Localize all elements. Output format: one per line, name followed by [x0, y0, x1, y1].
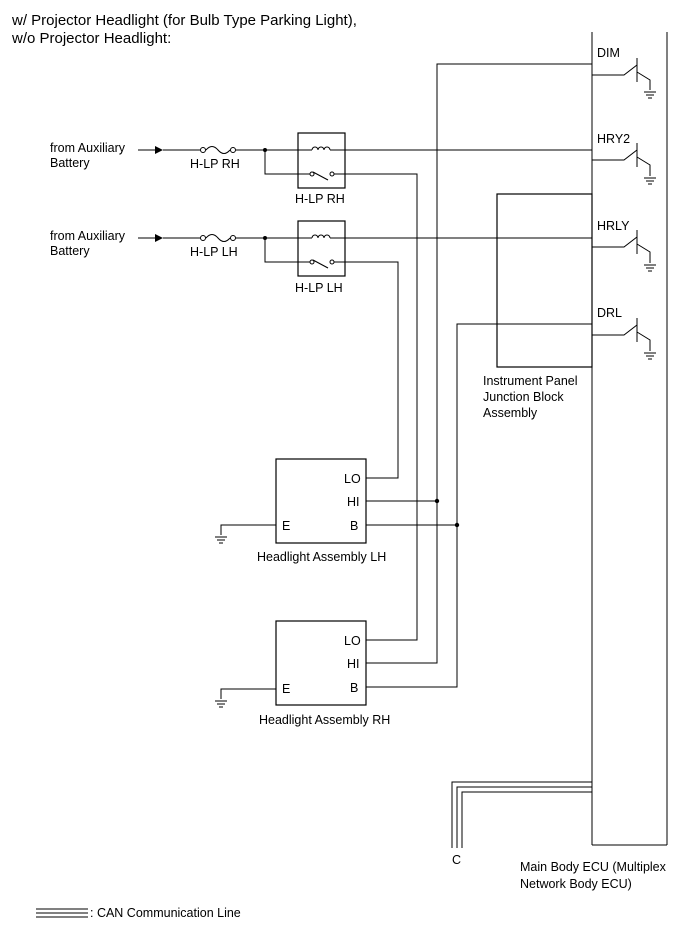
- headlight-rh-ground-wire: [220, 688, 276, 699]
- source-rh-line2: Battery: [50, 156, 90, 170]
- junction-block-label-line1: Instrument Panel: [483, 374, 578, 388]
- signal-drl-label: DRL: [597, 306, 622, 320]
- wire-relay-lh-to-lo-lh: [345, 261, 399, 479]
- ecu-name-line1: Main Body ECU (Multiplex: [520, 860, 667, 874]
- main-body-ecu: [591, 32, 668, 846]
- signal-hry2-label: HRY2: [597, 132, 630, 146]
- headlight-lh-pin-e: E: [282, 519, 290, 533]
- source-rh-line1: from Auxiliary: [50, 141, 126, 155]
- ground-icon: [214, 536, 228, 544]
- headlight-lh-label: Headlight Assembly LH: [257, 550, 386, 564]
- legend-can-line-symbol: [36, 908, 88, 918]
- headlight-lh-ground-wire: [220, 524, 276, 535]
- source-lh-arrow: [138, 234, 163, 242]
- junction-block-label-line3: Assembly: [483, 406, 538, 420]
- ecu-transistor-hrly: [592, 230, 657, 272]
- fuse-rh-symbol: [200, 146, 236, 154]
- headlight-rh-pin-hi: HI: [347, 657, 360, 671]
- signal-hrly-label: HRLY: [597, 219, 630, 233]
- ground-icon: [214, 700, 228, 708]
- source-lh-line2: Battery: [50, 244, 90, 258]
- legend-can-line-label: : CAN Communication Line: [90, 906, 241, 920]
- relay-rh: [297, 132, 346, 189]
- can-communication-line: [451, 781, 592, 848]
- junction-block-box: [496, 193, 593, 368]
- headlight-assembly-rh: LO HI B E: [275, 620, 367, 706]
- headlight-rh-pin-lo: LO: [344, 634, 361, 648]
- fuse-lh-symbol: [200, 234, 236, 242]
- relay-rh-label: H-LP RH: [295, 192, 345, 206]
- ecu-transistor-hry2: [592, 143, 657, 185]
- source-rh-arrow: [138, 146, 163, 154]
- ecu-transistor-dim: [592, 58, 657, 99]
- headlight-rh-pin-e: E: [282, 682, 290, 696]
- diagram-title-line2: w/o Projector Headlight:: [11, 30, 171, 47]
- relay-lh: [297, 220, 346, 277]
- source-lh-line1: from Auxiliary: [50, 229, 126, 243]
- fuse-rh-label: H-LP RH: [190, 157, 240, 171]
- relay-lh-label: H-LP LH: [295, 281, 343, 295]
- fuse-lh-label: H-LP LH: [190, 245, 238, 259]
- diagram-title-line1: w/ Projector Headlight (for Bulb Type Pa…: [11, 12, 357, 29]
- headlight-lh-pin-lo: LO: [344, 472, 361, 486]
- connector-c-label: C: [452, 853, 461, 867]
- ecu-transistor-drl: [592, 318, 657, 360]
- headlight-rh-pin-b: B: [350, 681, 358, 695]
- wire-drl-b-bus: [366, 323, 592, 688]
- ecu-name-line2: Network Body ECU): [520, 877, 632, 891]
- headlight-lh-pin-b: B: [350, 519, 358, 533]
- wire-dim-hi-bus: [366, 63, 592, 664]
- signal-dim-label: DIM: [597, 46, 620, 60]
- headlight-assembly-lh: LO HI B E: [275, 458, 367, 544]
- headlight-lh-pin-hi: HI: [347, 495, 360, 509]
- wire-relay-rh-to-lo-rh: [345, 173, 418, 641]
- headlight-rh-label: Headlight Assembly RH: [259, 713, 390, 727]
- junction-block-label-line2: Junction Block: [483, 390, 564, 404]
